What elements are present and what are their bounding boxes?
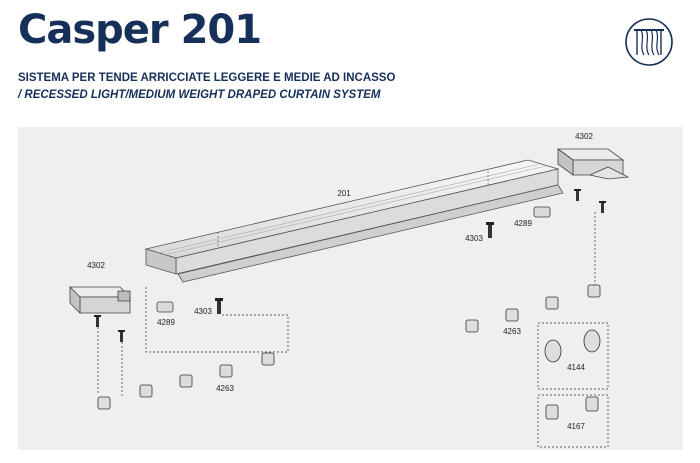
gliders-left: [97, 352, 275, 410]
bracket-left-label: 4289: [157, 318, 175, 327]
hook-glider-label: 4144: [567, 363, 585, 372]
screw-right: [486, 222, 494, 238]
screw-left: [215, 298, 223, 314]
screw-right-label: 4303: [465, 234, 483, 243]
glider-left-label: 4263: [216, 384, 234, 393]
snap-gliders-4167: [545, 396, 599, 420]
end-cap-right-label: 4302: [575, 132, 593, 141]
assembly-guides: [97, 212, 609, 448]
rail-profile-201: [144, 159, 564, 283]
snap-glider-label: 4167: [567, 422, 585, 431]
exploded-diagram: 201 4302 4302 4303 4303: [18, 127, 683, 450]
glider-right-label: 4263: [503, 327, 521, 336]
end-cap-left: [69, 286, 131, 314]
bracket-right-label: 4289: [514, 219, 532, 228]
curtain-icon: [625, 18, 673, 66]
mount-screws: [94, 189, 606, 342]
subtitle-english: / RECESSED LIGHT/MEDIUM WEIGHT DRAPED CU…: [18, 89, 381, 101]
subtitle-italian: SISTEMA PER TENDE ARRICCIATE LEGGERE E M…: [18, 72, 396, 84]
bracket-right: [533, 206, 551, 218]
end-cap-right: [556, 148, 630, 180]
gliders-right: [465, 284, 601, 333]
rail-label: 201: [337, 189, 351, 198]
page-title: Casper 201: [18, 7, 262, 53]
end-cap-left-label: 4302: [87, 261, 105, 270]
screw-left-label: 4303: [194, 307, 212, 316]
bracket-left: [156, 301, 174, 313]
hook-gliders-4144: [544, 329, 601, 363]
